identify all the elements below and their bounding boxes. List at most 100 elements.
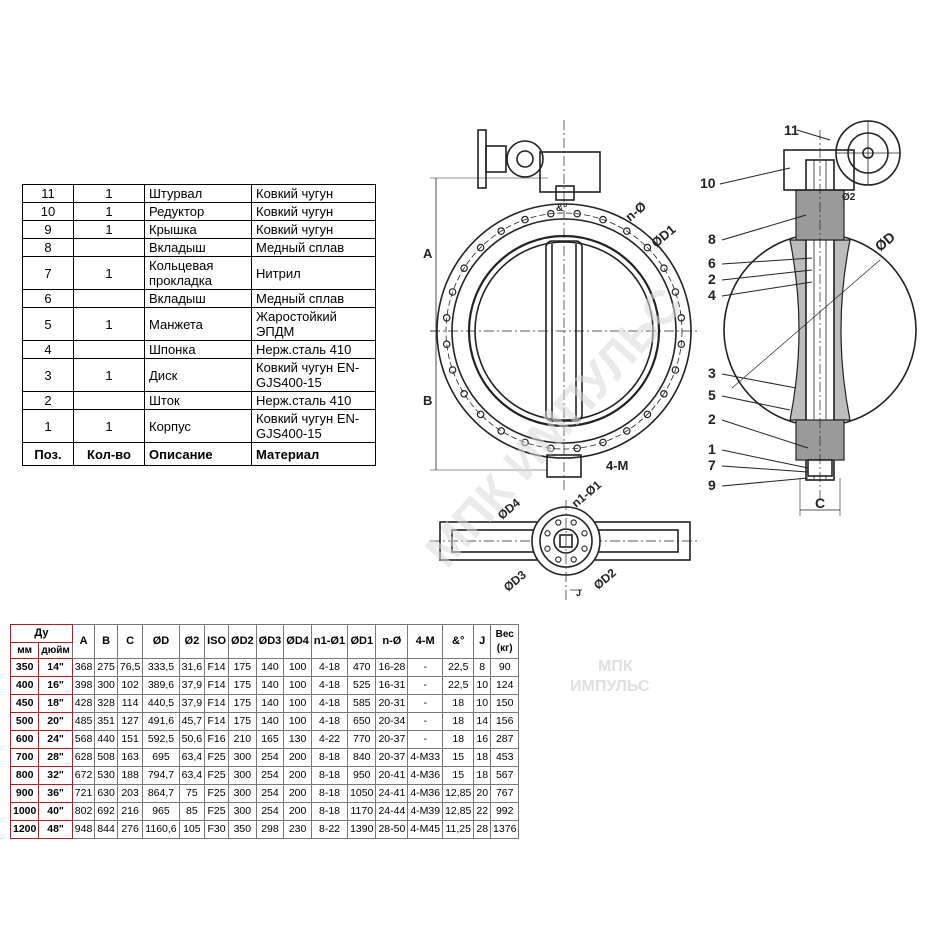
callout-leader [721,465,809,473]
callout-leader [721,373,797,389]
dims-cell: 16-31 [375,676,409,695]
dims-cell-dn-mm: 700 [9,748,40,767]
dims-cell: 163 [116,748,144,767]
dims-cell: 276 [116,820,144,839]
part-qty [73,238,145,257]
part-qty: 1 [73,307,145,341]
dims-cell-dn-inch: 18" [38,694,73,713]
dims-cell: 453 [490,748,520,767]
dims-cell: 767 [490,784,520,803]
header-phi-D4: ØD4 [283,624,312,659]
dims-cell: 650 [347,712,377,731]
part-desc: Штурвал [144,184,252,203]
dims-cell: 127 [116,712,144,731]
callout-6: 6 [708,255,716,271]
dims-cell: 567 [490,766,520,785]
dims-cell: 20-41 [375,766,409,785]
callout-leader [796,129,831,141]
dims-cell: 864,7 [142,784,180,803]
header-mm: мм [9,642,40,659]
bolt-hole [660,264,668,273]
flange-bolt-holes [442,209,686,453]
dims-cell: 100 [283,676,312,695]
side-view [723,120,917,516]
part-material: Ковкий чугун EN-GJS400-15 [251,409,376,443]
label-phi-D3: ØD3 [501,568,529,595]
dims-cell: 4-M33 [407,748,444,767]
dims-cell: 124 [490,676,520,695]
part-qty: 1 [73,409,145,443]
dims-cell: 22,5 [442,676,475,695]
dims-cell: 844 [94,820,118,839]
dims-cell: 4-M39 [407,802,444,821]
dims-cell: 150 [490,694,520,713]
callout-2a: 2 [708,271,716,287]
dims-cell-dn-mm: 450 [9,694,40,713]
dims-cell: 695 [142,748,180,767]
dims-cell: 114 [116,694,144,713]
header-B: B [94,624,118,659]
dims-cell: 18 [473,748,492,767]
bolt-hole [460,264,468,273]
part-desc: Крышка [144,220,252,239]
callout-3: 3 [708,365,716,381]
dims-cell-dn-inch: 28" [38,748,73,767]
dims-cell: 470 [347,658,377,677]
dims-cell: 10 [473,694,492,713]
dims-cell: 8-18 [310,802,349,821]
header-weight-line2: (кг) [496,642,513,654]
bolt-hole [671,288,680,296]
top-bolt-hole [544,545,551,552]
dims-cell: 63,4 [178,748,206,767]
dims-cell: 802 [71,802,96,821]
dims-cell-dn-mm: 800 [9,766,40,785]
dims-cell: 368 [71,658,96,677]
dims-cell: 4-18 [310,694,349,713]
dims-cell: 8-18 [310,784,349,803]
part-qty [73,289,145,308]
part-material: Ковкий чугун [251,220,376,239]
dims-cell: 8-18 [310,748,349,767]
dims-header-row: Ду A B C ØD Ø2 ISO ØD2 ØD3 ØD4 n1-Ø1 ØD1… [10,624,520,659]
dims-cell: 4-18 [310,712,349,731]
part-desc: Диск [144,358,252,392]
part-material: Нерж.сталь 410 [251,391,376,410]
dims-cell: 140 [255,694,285,713]
dims-cell: 11,25 [442,820,475,839]
callout-5: 5 [708,387,716,403]
dims-cell: 14 [473,712,492,731]
part-qty: 1 [73,202,145,221]
dims-cell: 254 [255,802,285,821]
top-bolt-hole [581,530,588,537]
callout-4: 4 [708,287,716,303]
dims-cell: 130 [283,730,312,749]
dims-cell-dn-inch: 36" [38,784,73,803]
dims-cell: 210 [228,730,257,749]
header-phi-D2: ØD2 [228,624,257,659]
part-material: Жаростойкий ЭПДМ [251,307,376,341]
dims-cell: 300 [228,766,257,785]
bolt-hole [622,427,631,435]
label-B: B [423,393,432,408]
dims-cell: 105 [178,820,206,839]
part-pos: 2 [22,391,74,410]
top-bolt-hole [570,519,577,526]
dims-cell: 398 [71,676,96,695]
top-bolt-hole [581,545,588,552]
part-desc: Манжета [144,307,252,341]
header-ISO: ISO [204,624,230,659]
dims-cell: 4-22 [310,730,349,749]
header-4-M: 4-M [407,624,444,659]
dims-cell: F16 [204,730,230,749]
dims-cell: 24-41 [375,784,409,803]
header-desc: Описание [144,442,252,466]
